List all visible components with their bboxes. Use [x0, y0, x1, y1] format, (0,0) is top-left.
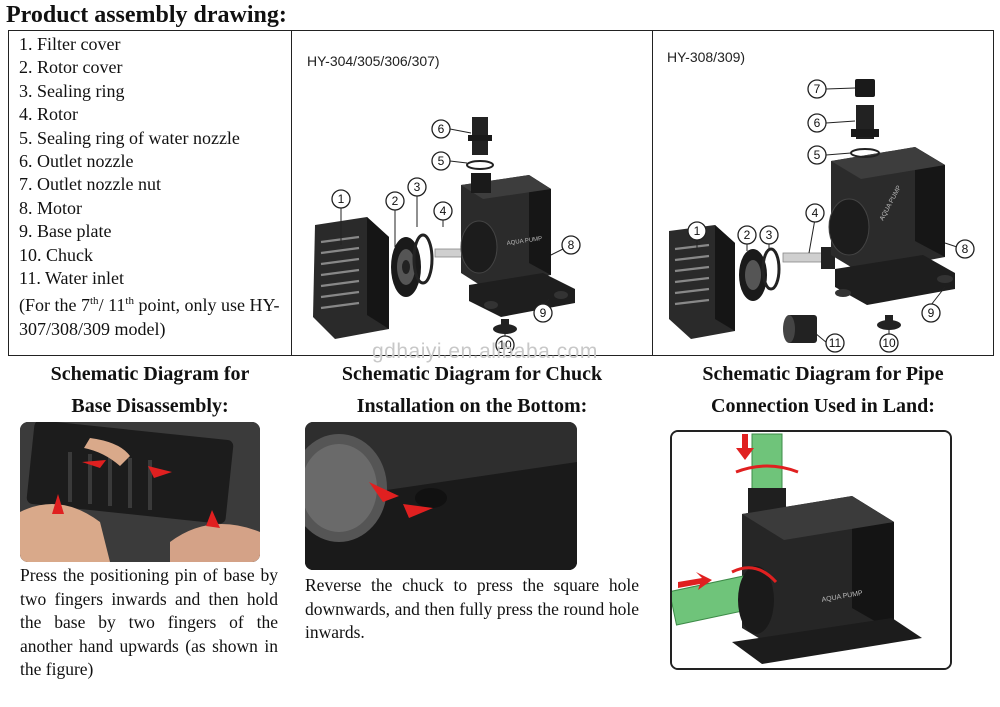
- list-item: 10. Chuck: [19, 244, 93, 265]
- callout-2: 2: [744, 228, 751, 242]
- chuck-illustration: [877, 315, 901, 330]
- list-item: 2. Rotor cover: [19, 57, 123, 78]
- callout-4: 4: [812, 206, 819, 220]
- callout-5: 5: [814, 148, 821, 162]
- model-label-left: HY-304/305/306/307): [307, 53, 440, 69]
- list-item: 6. Outlet nozzle: [19, 151, 134, 172]
- watermark: gdhaiyi.en.alibaba.com: [372, 340, 598, 363]
- exploded-diagram-left: AQUA PUMP 1 2 3 4 5: [313, 117, 581, 353]
- svg-text:AQUA PUMP: AQUA PUMP: [506, 236, 542, 247]
- filter-cover-illustration: [669, 225, 735, 339]
- list-item: 4. Rotor: [19, 104, 79, 125]
- callout-3: 3: [766, 228, 773, 242]
- chuck-installation-caption: Reverse the chuck to press the square ho…: [305, 575, 639, 643]
- parts-list: 1. Filter cover 2. Rotor cover 3. Sealin…: [19, 33, 291, 341]
- assembly-table: 1. Filter cover 2. Rotor cover 3. Sealin…: [8, 30, 994, 356]
- callout-9: 9: [928, 306, 935, 320]
- base-disassembly-photo: [20, 422, 260, 562]
- base-disassembly-caption: Press the positioning pin of base by two…: [20, 565, 278, 680]
- list-item: 9. Base plate: [19, 221, 112, 242]
- list-item: 5. Sealing ring of water nozzle: [19, 127, 240, 148]
- outlet-nozzle-illustration: [468, 117, 492, 155]
- callout-1: 1: [338, 192, 345, 206]
- sealing-ring-illustration: [412, 233, 434, 285]
- callout-3: 3: [414, 180, 421, 194]
- list-item: 7. Outlet nozzle nut: [19, 174, 161, 195]
- callout-5: 5: [438, 154, 445, 168]
- callout-6: 6: [438, 122, 445, 136]
- sealing-ring-illustration: [761, 247, 781, 291]
- callout-10: 10: [882, 336, 896, 350]
- callout-8: 8: [962, 242, 969, 256]
- chuck-illustration: [493, 319, 517, 334]
- callout-11: 11: [829, 336, 842, 350]
- table-divider: [291, 31, 292, 355]
- water-inlet-illustration: [783, 315, 817, 343]
- outlet-nozzle-illustration: [851, 79, 879, 139]
- callout-2: 2: [392, 194, 399, 208]
- callout-4: 4: [440, 204, 447, 218]
- callout-9: 9: [540, 306, 547, 320]
- callout-10: 10: [498, 338, 512, 352]
- motor-illustration: AQUA PUMP: [460, 173, 551, 287]
- list-item: 1. Filter cover: [19, 34, 121, 54]
- table-divider: [652, 31, 653, 355]
- model-label-right: HY-308/309): [667, 49, 746, 65]
- base-plate-illustration: [835, 255, 955, 305]
- model-note: (For the 7th/ 11th point, only use HY-30…: [19, 295, 280, 339]
- list-item: 8. Motor: [19, 197, 82, 218]
- page-title: Product assembly drawing:: [6, 2, 287, 28]
- callout-6: 6: [814, 116, 821, 130]
- filter-cover-illustration: [313, 217, 389, 339]
- nozzle-ring-illustration: [466, 160, 494, 170]
- list-item: 11. Water inlet: [19, 268, 125, 289]
- rotor-cover-illustration: [739, 249, 767, 301]
- callouts: 1 2 3 4 5 6 7 8 9 10 11: [687, 79, 975, 353]
- list-item: 3. Sealing ring: [19, 80, 125, 101]
- callout-1: 1: [694, 224, 701, 238]
- exploded-diagram-right: AQUA PUMP 1 2 3 4: [669, 79, 975, 353]
- pipe-connection-photo: AQUA PUMP: [670, 430, 952, 670]
- callouts: 1 2 3 4 5 6 8 9 10: [331, 119, 581, 353]
- callout-8: 8: [568, 238, 575, 252]
- chuck-installation-photo: [305, 422, 577, 570]
- callout-7: 7: [814, 82, 821, 96]
- motor-illustration: AQUA PUMP: [828, 147, 945, 273]
